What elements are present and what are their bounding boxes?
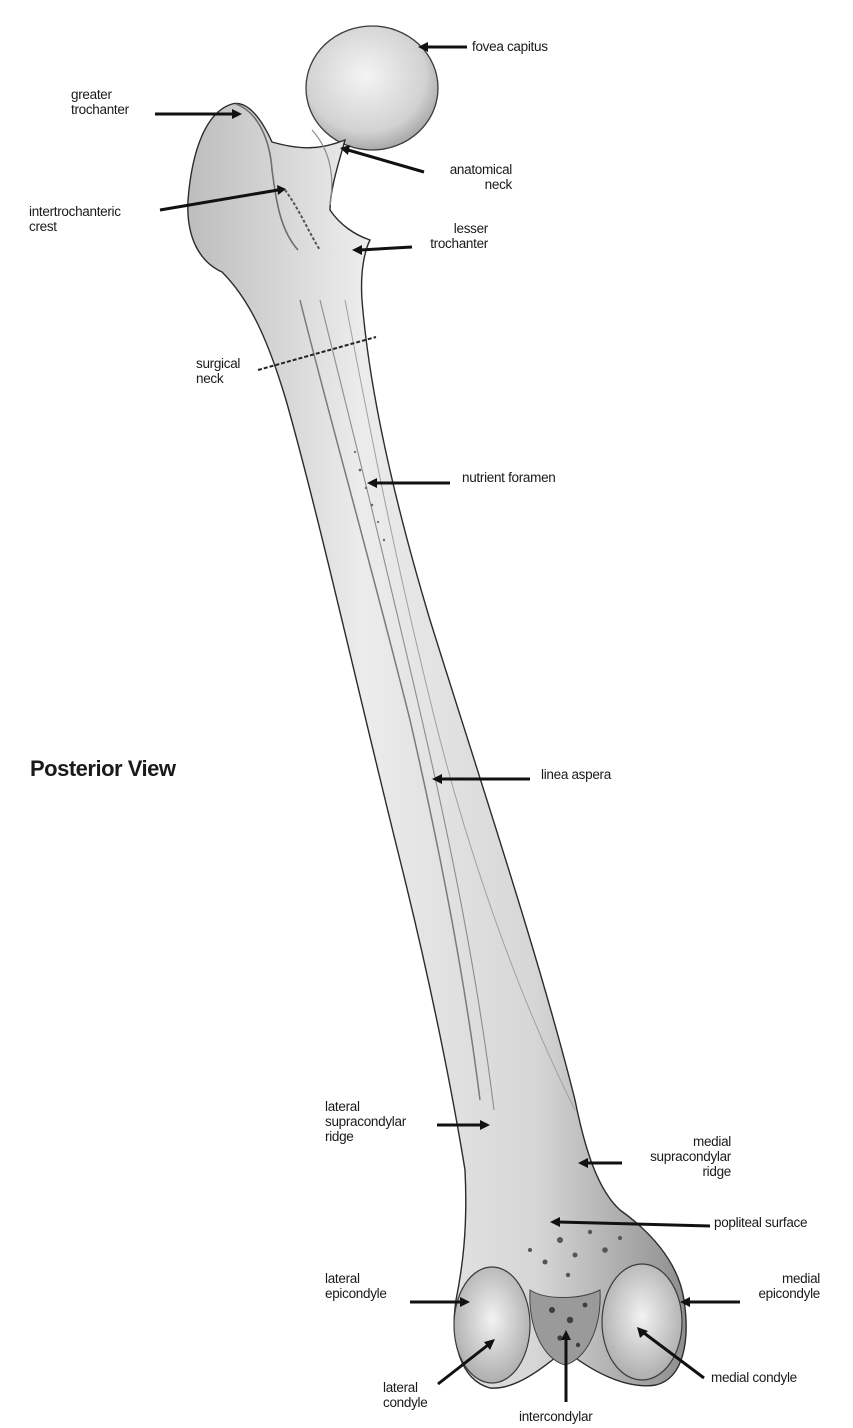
label-line: crest <box>29 219 121 234</box>
label-line: supracondylar <box>628 1149 731 1164</box>
label-line: anatomical <box>420 162 512 177</box>
view-title: Posterior View <box>30 756 175 782</box>
label-line: trochanter <box>71 102 129 117</box>
label-medial-condyle: medial condyle <box>711 1370 797 1385</box>
label-intertrochanteric-crest: intertrochanteric crest <box>29 204 121 234</box>
label-line: trochanter <box>410 236 488 251</box>
label-popliteal-surface: popliteal surface <box>714 1215 807 1230</box>
label-medial-epicondyle: medial epicondyle <box>735 1271 820 1301</box>
label-lesser-trochanter: lesser trochanter <box>410 221 488 251</box>
label-line: condyle <box>383 1395 427 1410</box>
label-line: epicondyle <box>325 1286 387 1301</box>
label-linea-aspera: linea aspera <box>541 767 611 782</box>
medial-condyle-shape <box>602 1264 682 1380</box>
leader-lesser-trochanter <box>360 247 412 250</box>
label-line: lateral <box>383 1380 427 1395</box>
label-line: ridge <box>628 1164 731 1179</box>
label-line: epicondyle <box>735 1286 820 1301</box>
label-line: neck <box>196 371 240 386</box>
label-line: ridge <box>325 1129 406 1144</box>
label-surgical-neck: surgical neck <box>196 356 240 386</box>
label-line: lesser <box>410 221 488 236</box>
femoral-head <box>306 26 438 150</box>
label-line: greater <box>71 87 129 102</box>
label-fovea-capitus: fovea capitus <box>472 39 548 54</box>
label-line: intertrochanteric <box>29 204 121 219</box>
label-lateral-epicondyle: lateral epicondyle <box>325 1271 387 1301</box>
label-line: medial <box>735 1271 820 1286</box>
label-lateral-supracondylar-ridge: lateral supracondylar ridge <box>325 1099 406 1144</box>
label-greater-trochanter: greater trochanter <box>71 87 129 117</box>
label-lateral-condyle: lateral condyle <box>383 1380 427 1410</box>
label-line: lateral <box>325 1271 387 1286</box>
label-intercondylar: intercondylar <box>519 1409 592 1424</box>
femur-outline <box>188 103 686 1388</box>
lateral-condyle-shape <box>454 1267 530 1383</box>
label-line: lateral <box>325 1099 406 1114</box>
label-line: surgical <box>196 356 240 371</box>
label-line: medial <box>628 1134 731 1149</box>
label-nutrient-foramen: nutrient foramen <box>462 470 556 485</box>
leader-anatomical-neck <box>348 150 424 172</box>
label-line: supracondylar <box>325 1114 406 1129</box>
label-line: neck <box>420 177 512 192</box>
label-anatomical-neck: anatomical neck <box>420 162 512 192</box>
label-medial-supracondylar-ridge: medial supracondylar ridge <box>628 1134 731 1179</box>
